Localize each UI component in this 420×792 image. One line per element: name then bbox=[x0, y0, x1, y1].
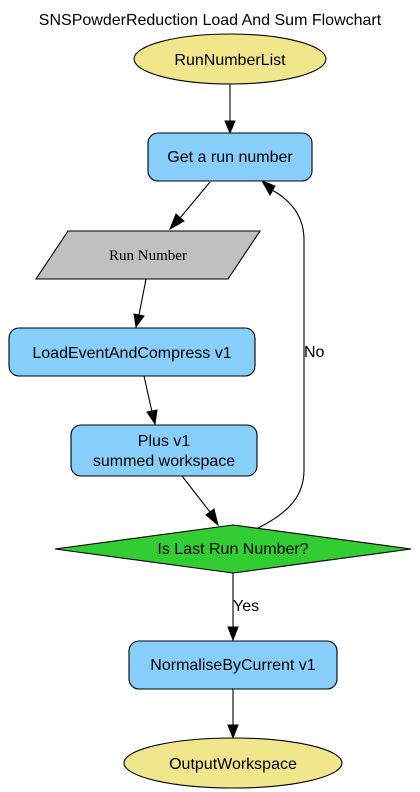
diagram-title: SNSPowderReduction Load And Sum Flowchar… bbox=[39, 12, 382, 29]
node-plus: Plus v1 summed workspace bbox=[70, 424, 258, 477]
run-number-label: Run Number bbox=[109, 248, 187, 264]
node-get-run-number: Get a run number bbox=[147, 132, 313, 182]
arrowhead-normalise-to-output bbox=[227, 724, 239, 740]
parameter-parallelogram bbox=[34, 230, 262, 280]
node-load-event-and-compress: LoadEventAndCompress v1 bbox=[8, 327, 256, 377]
edge-load-to-plus bbox=[143, 375, 153, 413]
edge-plus-to-decision bbox=[181, 475, 211, 513]
arrowhead-list-to-get bbox=[224, 120, 236, 135]
edge-label-no: No bbox=[304, 344, 325, 361]
arrowhead-plus-to-decision bbox=[205, 508, 219, 527]
edges bbox=[133, 84, 305, 740]
normalise-label: NormaliseByCurrent v1 bbox=[150, 657, 315, 674]
arrowhead-decision-no-loop bbox=[260, 180, 276, 197]
algorithm-box bbox=[70, 424, 258, 477]
algorithm-box bbox=[147, 132, 313, 182]
arrowhead-load-to-plus bbox=[146, 409, 158, 426]
run-number-list-label: RunNumberList bbox=[174, 52, 286, 69]
arrowhead-decision-yes bbox=[227, 626, 239, 642]
output-label: OutputWorkspace bbox=[169, 756, 297, 773]
node-run-number: Run Number bbox=[34, 230, 262, 280]
algorithm-box bbox=[8, 327, 256, 377]
plus-label-line1: Plus v1 bbox=[138, 433, 191, 450]
edge-runnumber-to-load bbox=[138, 278, 147, 316]
node-output-workspace: OutputWorkspace bbox=[123, 737, 343, 789]
get-run-number-label: Get a run number bbox=[167, 149, 293, 166]
node-decision: Is Last Run Number? bbox=[54, 524, 412, 574]
output-ellipse bbox=[123, 737, 343, 789]
edge-decision-no-loop bbox=[257, 189, 305, 529]
input-ellipse bbox=[133, 33, 327, 85]
arrowhead-runnumber-to-load bbox=[133, 313, 145, 329]
node-run-number-list: RunNumberList bbox=[133, 33, 327, 85]
node-normalise-by-current: NormaliseByCurrent v1 bbox=[128, 640, 338, 690]
decision-diamond bbox=[54, 524, 412, 574]
edge-label-yes: Yes bbox=[233, 598, 259, 615]
edge-get-to-runnumber bbox=[179, 181, 211, 219]
arrowhead-get-to-runnumber bbox=[169, 213, 185, 231]
load-event-label: LoadEventAndCompress v1 bbox=[32, 345, 231, 362]
decision-label: Is Last Run Number? bbox=[157, 541, 308, 558]
algorithm-box bbox=[128, 640, 338, 690]
plus-label-line2: summed workspace bbox=[93, 453, 235, 470]
